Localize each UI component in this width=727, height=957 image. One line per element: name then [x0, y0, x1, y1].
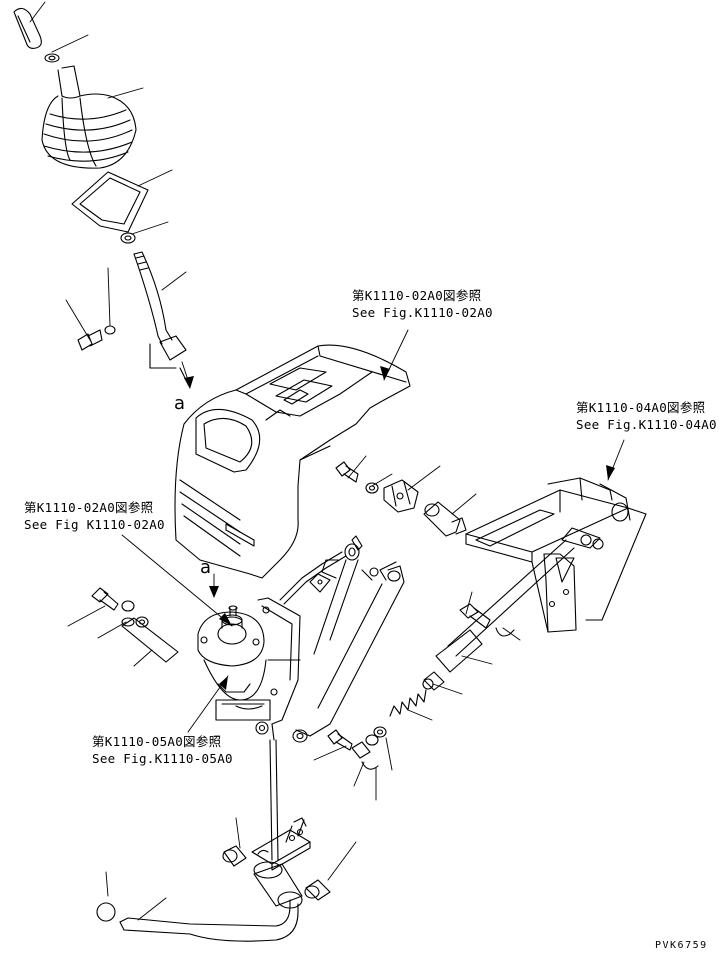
lever-knob [14, 8, 41, 48]
right-bracket-plate [466, 478, 646, 632]
cotter-pin-lower [362, 762, 378, 769]
ref-pcv-top-jp: 第K1110-02A0図参照 [24, 500, 154, 515]
vertical-rod [270, 740, 278, 860]
pedal-tube [254, 862, 302, 908]
washer-left [122, 601, 134, 611]
drawing-code: PVK6759 [655, 940, 708, 951]
lever-boot [42, 66, 136, 168]
washer-left-2 [136, 617, 148, 627]
pin-shaft [122, 618, 178, 662]
console-box [175, 345, 410, 578]
ref-pcv-bottom-en: See Fig.K1110-05A0 [92, 751, 233, 766]
clevis [384, 480, 418, 512]
lever-arm-center [314, 536, 378, 654]
leader-arrowheads [184, 366, 615, 690]
washer-small [105, 326, 115, 334]
bolt-center [336, 462, 358, 482]
bushing-lower-right [305, 880, 330, 900]
ref-pcv-bottom-jp: 第K1110-05A0図参照 [92, 734, 222, 749]
marker-a-top: a [174, 393, 186, 414]
pilot-control-valve [198, 606, 270, 734]
rod-end [424, 502, 466, 536]
pedal-rod [120, 900, 298, 941]
bolt-long [92, 588, 118, 610]
leader-lines [30, 2, 624, 920]
ref-pcv-top-en: See Fig K1110-02A0 [24, 517, 165, 532]
knob-nut [45, 54, 59, 62]
ref-bracket-jp: 第K1110-04A0図参照 [576, 400, 706, 415]
bushing-lower-left [223, 846, 246, 866]
collar-lower [352, 742, 370, 758]
pedal-bracket [252, 818, 310, 870]
nut-pair [366, 727, 386, 745]
lever-arm-right [293, 562, 404, 742]
ref-console-jp: 第K1110-02A0図参照 [352, 288, 482, 303]
valve-bracket [258, 598, 300, 740]
washer-center [366, 483, 378, 493]
ref-bracket-en: See Fig.K1110-04A0 [576, 417, 717, 432]
pin-rod [310, 574, 330, 592]
marker-a-mid: a [200, 557, 212, 578]
cotter-pin-right [496, 628, 514, 636]
bolt-lower [328, 730, 352, 750]
bushing-right [423, 672, 444, 690]
boot-plate [72, 172, 148, 232]
linkage-rod-1 [280, 552, 346, 604]
bolt-small [78, 330, 102, 350]
lever-nut [121, 233, 135, 243]
ref-console-en: See Fig.K1110-02A0 [352, 305, 493, 320]
damper-rod [436, 540, 574, 672]
control-lever [134, 252, 186, 380]
bolt-right [460, 604, 490, 628]
pedal-knob [97, 903, 115, 921]
spring [390, 690, 426, 716]
